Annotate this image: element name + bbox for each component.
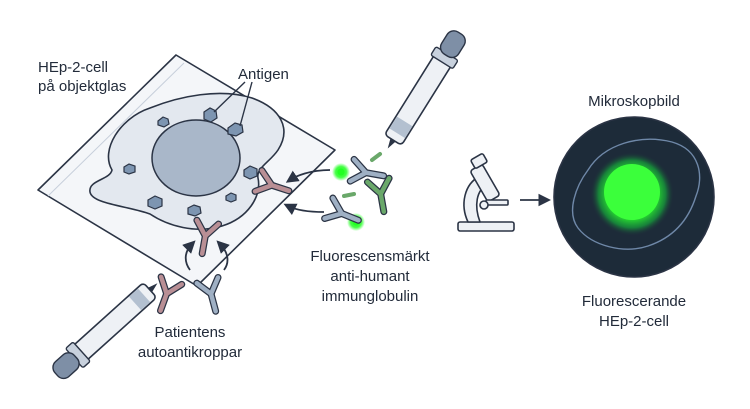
microscope-view	[553, 116, 715, 278]
fluorescent-antibodies	[283, 152, 395, 231]
pipette-icon	[385, 30, 466, 149]
label-result-line1: Fluorescerande	[582, 293, 686, 310]
label-fluor-line2: anti-humant	[330, 268, 410, 285]
label-fluor-line1: Fluorescensmärkt	[310, 248, 430, 265]
microscope-icon	[457, 153, 515, 232]
label-fluor-line3: immunglobulin	[322, 288, 419, 305]
label-antigen: Antigen	[238, 66, 289, 83]
label-result-line2: HEp-2-cell	[599, 313, 669, 330]
label-cell-line2: på objektglas	[38, 78, 126, 95]
label-cell-line1: HEp-2-cell	[38, 59, 108, 76]
label-patient-line1: Patientens	[155, 324, 226, 341]
label-patient-line2: autoantikroppar	[138, 344, 242, 361]
hep2-cell	[89, 81, 285, 230]
patient-autoantibodies	[150, 240, 227, 314]
pipette-icon	[52, 283, 158, 380]
cell-nucleus	[151, 119, 241, 197]
antigen-blobs	[123, 107, 258, 217]
label-micro-title: Mikroskopbild	[588, 93, 680, 110]
